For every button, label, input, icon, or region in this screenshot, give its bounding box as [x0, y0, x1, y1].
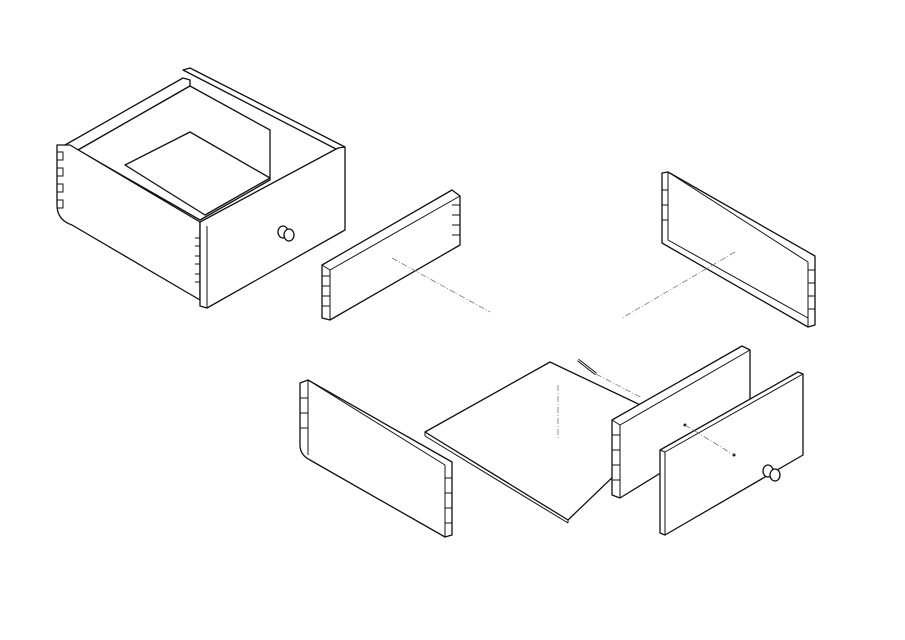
screw-icon [577, 358, 597, 376]
drawer-floor [124, 131, 271, 216]
panel-face [299, 379, 453, 538]
front-panel-assembled [199, 146, 346, 309]
dovetails [322, 204, 460, 307]
right-side-panel [661, 171, 816, 328]
knob-icon [277, 225, 295, 242]
dovetails [662, 189, 815, 310]
knob-icon [762, 464, 781, 482]
assembly-centerlines [391, 251, 736, 456]
assembled-drawer [56, 67, 346, 309]
front-panel [659, 371, 804, 536]
panel-face [321, 189, 461, 321]
side-panel-lower [299, 379, 453, 538]
dovetails [612, 434, 620, 481]
dovetails [300, 397, 452, 524]
side-panel-middle [321, 189, 461, 321]
